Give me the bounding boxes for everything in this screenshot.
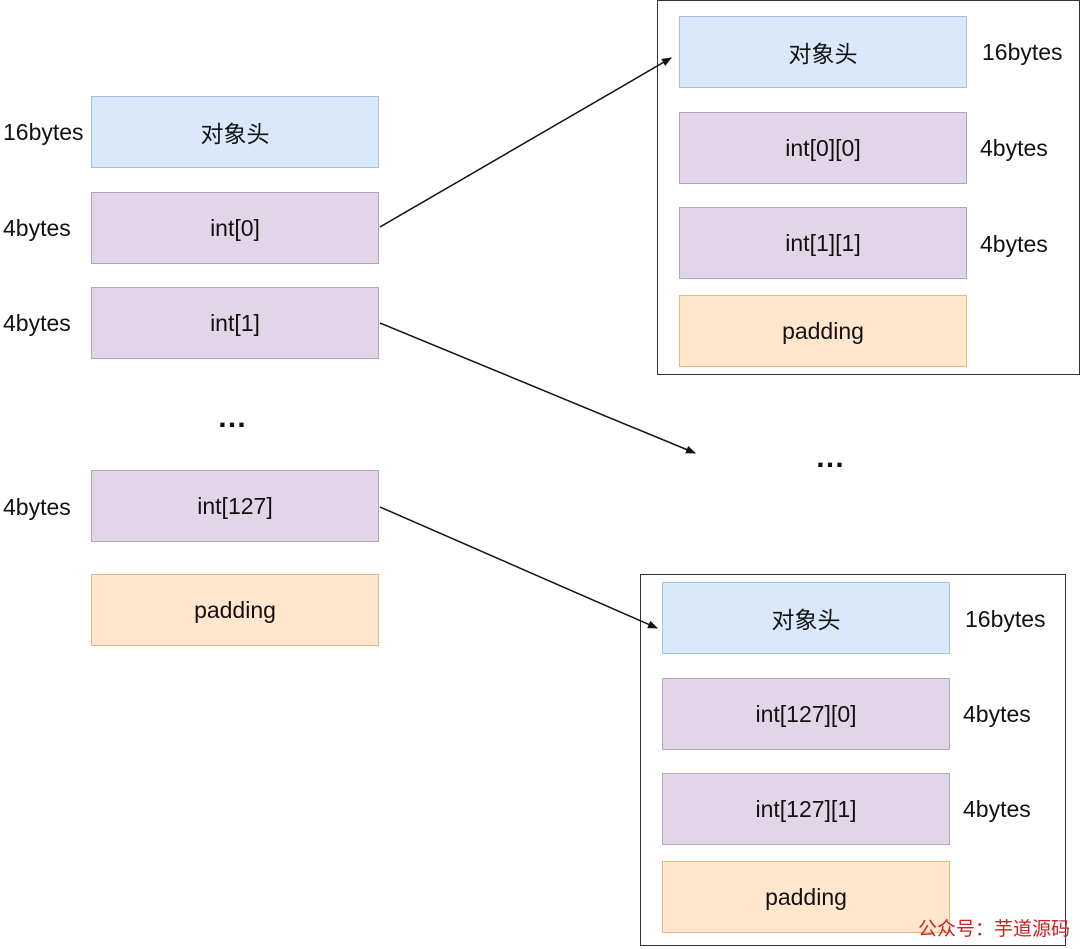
bottom-right-int127-0-cell: int[127][0] xyxy=(662,678,950,750)
bottom-right-int127-0-size-label: 4bytes xyxy=(963,701,1031,727)
arrow-int1-to-middle xyxy=(379,322,696,454)
left-int127-size-label: 4bytes xyxy=(3,494,71,520)
top-right-int11-size-label: 4bytes xyxy=(980,231,1048,257)
bottom-right-int127-1-size-label: 4bytes xyxy=(963,796,1031,822)
bottom-right-int127-1-cell: int[127][1] xyxy=(662,773,950,845)
left-int1-cell: int[1] xyxy=(91,287,379,359)
left-int0-cell: int[0] xyxy=(91,192,379,264)
left-int127-cell: int[127] xyxy=(91,470,379,542)
left-object-header: 对象头 xyxy=(91,96,379,168)
middle-ellipsis: … xyxy=(815,441,847,474)
bottom-right-padding-cell: padding xyxy=(662,861,950,933)
bottom-right-array-frame xyxy=(640,574,1066,946)
top-right-int11-cell: int[1][1] xyxy=(679,207,967,279)
left-int0-size-label: 4bytes xyxy=(3,215,71,241)
top-right-int00-cell: int[0][0] xyxy=(679,112,967,184)
top-right-object-header: 对象头 xyxy=(679,16,967,88)
top-right-padding-cell: padding xyxy=(679,295,967,367)
arrow-int127-to-bottom-array xyxy=(379,506,658,629)
arrow-int0-to-top-array xyxy=(379,57,672,228)
left-int1-size-label: 4bytes xyxy=(3,310,71,336)
top-right-header-size-label: 16bytes xyxy=(982,39,1063,65)
bottom-right-header-size-label: 16bytes xyxy=(965,606,1046,632)
left-ellipsis: … xyxy=(217,401,249,434)
top-right-int00-size-label: 4bytes xyxy=(980,135,1048,161)
left-header-size-label: 16bytes xyxy=(3,119,84,145)
watermark-text: 公众号：芋道源码 xyxy=(917,918,1070,940)
left-padding-cell: padding xyxy=(91,574,379,646)
bottom-right-object-header: 对象头 xyxy=(662,582,950,654)
